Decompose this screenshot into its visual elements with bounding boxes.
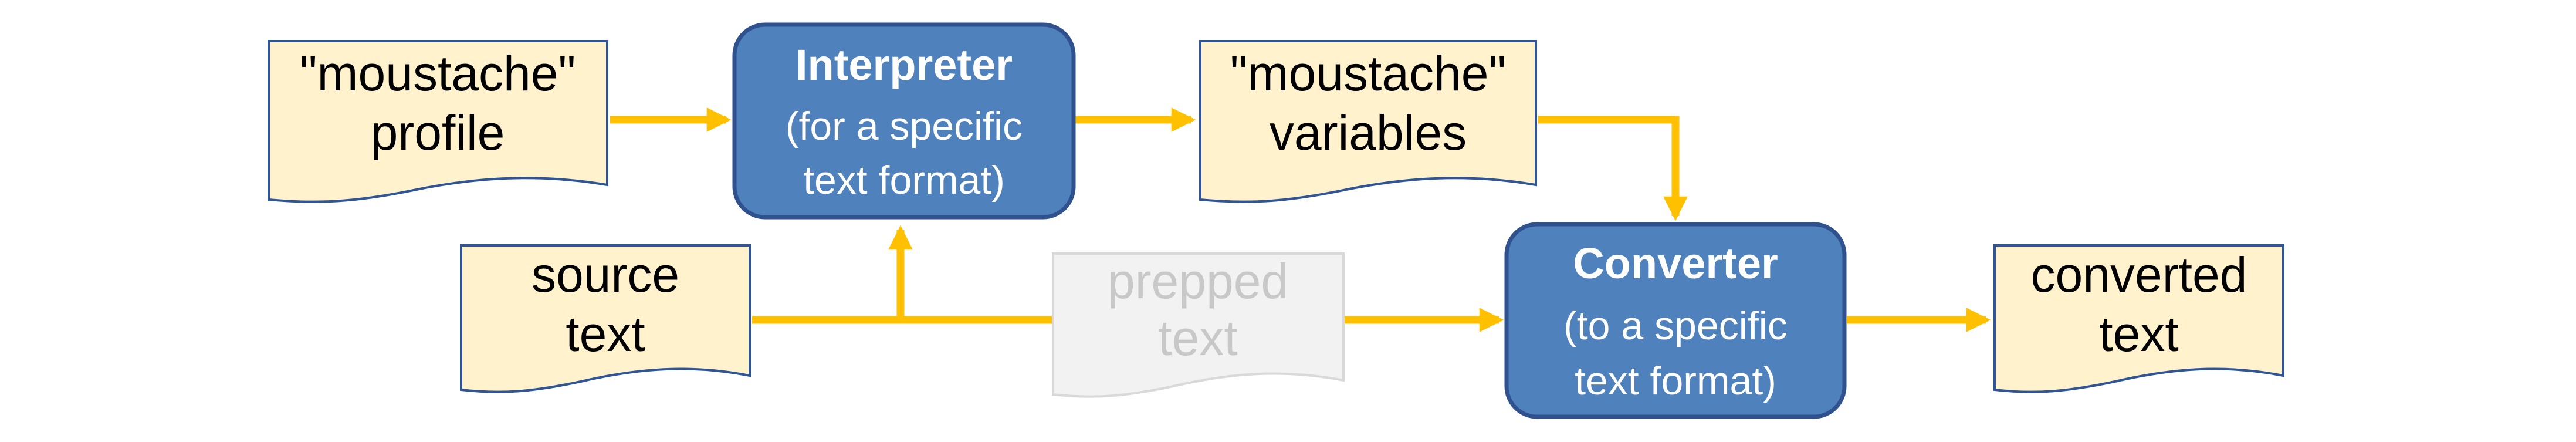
variables-node: "moustache" variables — [1199, 40, 1537, 203]
source-document-shape — [460, 244, 751, 393]
converted-line2: text — [2099, 306, 2178, 362]
source-line2: text — [566, 306, 645, 362]
source-line1: source — [532, 247, 679, 302]
converted-node: converted text — [1993, 244, 2284, 393]
variables-line1: "moustache" — [1230, 46, 1507, 101]
interpreter-line1: (for a specific — [786, 104, 1023, 149]
converter-node: Converter (to a specific text format) — [1504, 222, 1847, 419]
converter-line2: text format) — [1575, 359, 1776, 403]
converted-line1: converted — [2031, 247, 2247, 302]
converted-document-shape — [1993, 244, 2284, 393]
prepped-text-node: prepped text — [1052, 252, 1345, 398]
prepped-line2: text — [1158, 311, 1237, 366]
arrow-variables-to-converter — [1538, 116, 1688, 221]
prepped-document-shape — [1052, 252, 1345, 398]
interpreter-line2: text format) — [803, 158, 1005, 203]
profile-line2: profile — [371, 105, 505, 160]
variables-document-shape — [1199, 40, 1537, 203]
variables-line2: variables — [1270, 105, 1467, 160]
interpreter-box — [732, 22, 1076, 220]
converter-title: Converter — [1573, 239, 1778, 288]
converter-box — [1504, 222, 1847, 419]
interpreter-node: Interpreter (for a specific text format) — [732, 22, 1076, 220]
profile-document-shape — [268, 40, 608, 203]
profile-line1: "moustache" — [300, 46, 576, 101]
profile-node: "moustache" profile — [268, 40, 608, 203]
source-node: source text — [460, 244, 751, 393]
converter-line1: (to a specific — [1563, 303, 1788, 348]
interpreter-title: Interpreter — [796, 41, 1013, 89]
prepped-line1: prepped — [1108, 254, 1288, 309]
